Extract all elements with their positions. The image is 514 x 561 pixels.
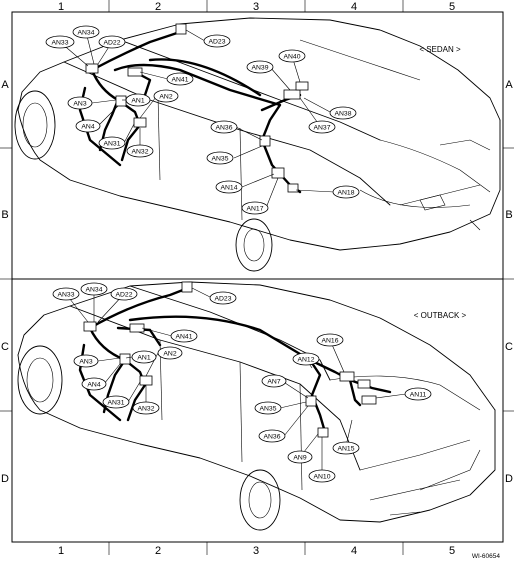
- document-id: WI-60654: [472, 553, 501, 560]
- sedan-label-an40: AN40: [283, 54, 300, 61]
- outback-label-an9: AN9: [293, 455, 306, 462]
- row-label-b-right: B: [505, 209, 512, 221]
- outback-label-an31: AN31: [107, 400, 124, 407]
- outback-label-an11: AN11: [410, 392, 427, 399]
- row-label-d-left: D: [1, 473, 9, 485]
- row-label-d-right: D: [505, 473, 513, 485]
- row-label-b-left: B: [1, 209, 8, 221]
- outback-label-an36: AN36: [263, 434, 280, 441]
- col-label-5-bottom: 5: [449, 545, 455, 557]
- outback-label-an41: AN41: [175, 334, 192, 341]
- outback-label-an2: AN2: [163, 351, 176, 358]
- sedan-label-an33: AN33: [51, 40, 68, 47]
- row-label-a-right: A: [505, 79, 513, 91]
- sedan-label-an31: AN31: [103, 141, 120, 148]
- outback-label-an16: AN16: [321, 338, 338, 345]
- sedan-label-an35: AN35: [211, 156, 228, 163]
- outback-label-an32: AN32: [137, 406, 154, 413]
- sedan-label-an37: AN37: [313, 125, 330, 132]
- sedan-label-an18: AN18: [337, 190, 354, 197]
- sedan-label-an3: AN3: [73, 101, 86, 108]
- outback-label-an34: AN34: [85, 287, 102, 294]
- outback-label-an1: AN1: [137, 355, 150, 362]
- outback-label-an15: AN15: [337, 446, 354, 453]
- col-label-3-bottom: 3: [253, 545, 259, 557]
- row-label-c-left: C: [1, 341, 9, 353]
- outback-label-an7: AN7: [267, 379, 280, 386]
- col-label-2-top: 2: [155, 1, 161, 13]
- sedan-label-ad23: AD23: [208, 39, 225, 46]
- col-label-1-top: 1: [58, 1, 64, 13]
- sedan-label-an38: AN38: [334, 111, 351, 118]
- sedan-label-an39: AN39: [251, 65, 268, 72]
- row-label-a-left: A: [1, 79, 9, 91]
- sedan-label-an14: AN14: [220, 185, 237, 192]
- row-label-c-right: C: [505, 341, 513, 353]
- sedan-label-an32: AN32: [131, 149, 148, 156]
- row-ticks: [0, 147, 514, 412]
- sedan-label-ad22: AD22: [103, 40, 120, 47]
- sedan-label-an4: AN4: [81, 124, 94, 131]
- outback-variant-label: < OUTBACK >: [414, 311, 467, 320]
- outback-label-ad23: AD23: [214, 296, 231, 303]
- outback-label-an33: AN33: [57, 292, 74, 299]
- outback-label-ad22: AD22: [115, 292, 132, 299]
- sedan-harness: [78, 30, 302, 194]
- outback-label-an12: AN12: [297, 357, 314, 364]
- sedan-label-an1: AN1: [131, 98, 144, 105]
- sedan-label-an41: AN41: [171, 77, 188, 84]
- col-label-2-bottom: 2: [155, 545, 161, 557]
- outback-label-an35: AN35: [259, 406, 276, 413]
- column-ticks: [108, 0, 404, 555]
- col-label-1-bottom: 1: [58, 545, 64, 557]
- sedan-variant-label: < SEDAN >: [419, 45, 461, 54]
- col-label-5-top: 5: [449, 1, 455, 13]
- sedan-view: < SEDAN > AN33 AN34: [14, 17, 501, 272]
- sedan-connector-blocks: [85, 23, 309, 193]
- sedan-label-an2: AN2: [159, 94, 172, 101]
- outback-label-an4: AN4: [87, 382, 100, 389]
- sedan-body-outline: [14, 17, 501, 272]
- col-label-3-top: 3: [253, 1, 259, 13]
- outback-connector-labels: AN33 AN34 AD22 AD23 AN41 AN1 AN2 AN3 AN4…: [52, 282, 432, 483]
- outback-view: < OUTBACK > AN33 AN34: [17, 281, 496, 531]
- outback-label-an3: AN3: [79, 359, 92, 366]
- outback-label-an10: AN10: [313, 474, 330, 481]
- sedan-label-an17: AN17: [246, 206, 263, 213]
- sedan-label-an36: AN36: [215, 125, 232, 132]
- col-label-4-bottom: 4: [351, 545, 357, 557]
- sedan-label-an34: AN34: [77, 30, 94, 37]
- col-label-4-top: 4: [351, 1, 357, 13]
- sedan-connector-labels: AN33 AN34 AD22 AD23 AN41 AN1 AN2 AN3 AN4…: [45, 25, 360, 215]
